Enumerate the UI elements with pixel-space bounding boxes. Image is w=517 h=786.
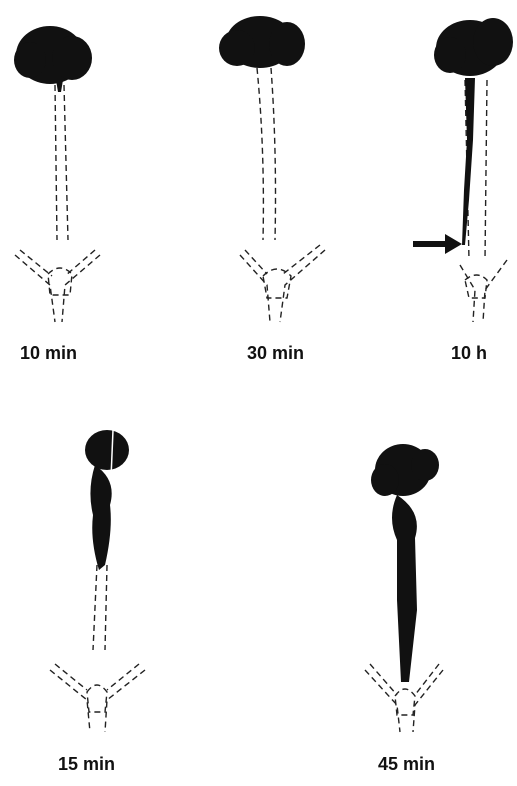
time-label-45-min: 45 min <box>378 754 435 775</box>
dark-cell-mass <box>371 444 439 682</box>
stalk-outline <box>50 565 145 732</box>
panel-30min-drawing <box>205 0 335 340</box>
stalk-outline <box>15 85 100 322</box>
panel-45min-drawing <box>345 420 475 740</box>
dark-cell-mass <box>85 430 129 570</box>
stalk-outline <box>240 68 325 322</box>
time-label-10-min: 10 min <box>20 343 77 364</box>
panel-10h-drawing <box>405 0 517 340</box>
time-label-15-min: 15 min <box>58 754 115 775</box>
panel-10min-drawing <box>0 0 130 340</box>
dark-cell-mass <box>434 18 513 245</box>
dark-cell-mass <box>14 26 92 92</box>
pointer-arrow <box>413 234 462 254</box>
time-label-30-min: 30 min <box>247 343 304 364</box>
panel-15min-drawing <box>35 420 165 740</box>
dark-cell-mass <box>219 16 305 68</box>
time-label-10-h: 10 h <box>451 343 487 364</box>
